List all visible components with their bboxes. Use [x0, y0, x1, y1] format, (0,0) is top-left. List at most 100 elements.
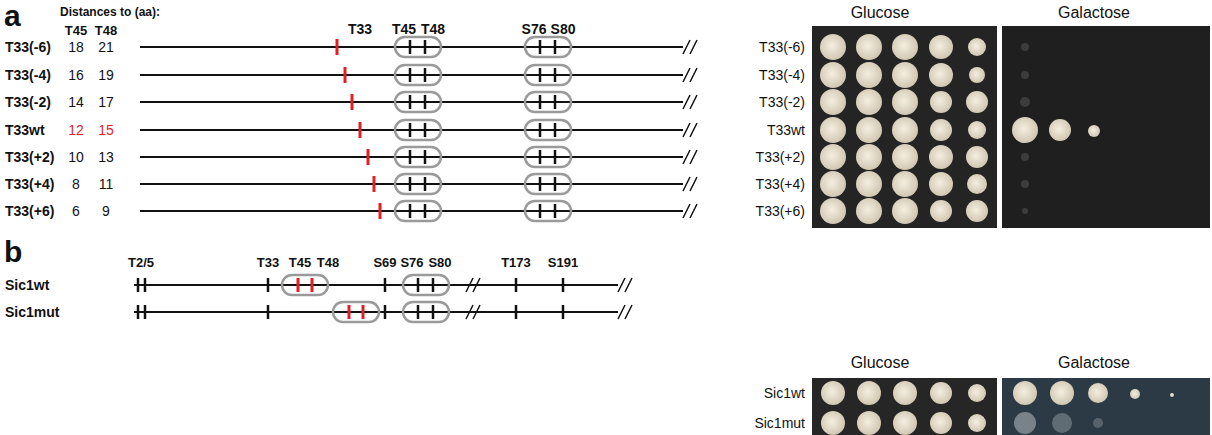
moved-site-ticks [298, 278, 363, 319]
site-capsule [403, 275, 449, 295]
faint-growth [1020, 43, 1030, 214]
colony [820, 198, 846, 224]
label: 9 [102, 204, 110, 218]
protein-line [134, 284, 618, 286]
break-mark [683, 95, 697, 109]
label: 21 [98, 40, 114, 54]
break-mark [618, 305, 632, 319]
label: T33(-2) [759, 95, 805, 109]
label: Sic1mut [5, 305, 59, 319]
t33-tick [373, 176, 376, 192]
glucose-plate [812, 378, 997, 435]
colony [892, 34, 918, 60]
label: T2/5 [128, 256, 154, 269]
colony [820, 171, 846, 197]
label: Sic1mut [754, 416, 805, 430]
label: 12 [68, 123, 84, 137]
break-mark [683, 177, 697, 191]
colony [968, 121, 986, 139]
colony [930, 119, 952, 141]
label: T33 [348, 22, 372, 36]
break-mark [466, 305, 480, 319]
colony [821, 411, 845, 435]
site-tick [410, 95, 555, 109]
t33-tick [336, 39, 339, 55]
label: T33 [257, 256, 279, 269]
site-capsule [395, 92, 441, 112]
label: Glucose [851, 5, 910, 21]
protein-line [140, 74, 683, 76]
colony [968, 38, 986, 56]
glucose-plate [812, 26, 997, 228]
label: T45 [289, 256, 311, 269]
site-capsule [333, 302, 379, 322]
label: T33(+4) [756, 177, 805, 191]
site-capsule [403, 302, 449, 322]
colony [857, 381, 881, 405]
colony [1130, 389, 1140, 399]
colony [892, 117, 918, 143]
label: a [4, 1, 21, 31]
break-mark [683, 40, 697, 54]
site-tick [410, 177, 555, 191]
label: S80 [551, 22, 576, 36]
t33-ticks [337, 39, 380, 219]
site-capsule [525, 120, 571, 140]
site-tick [138, 305, 563, 319]
protein-lines [140, 47, 683, 211]
label: T48 [95, 24, 117, 37]
colony [966, 146, 988, 168]
protein-line [140, 183, 683, 185]
site-capsule [525, 37, 571, 57]
label: T33(-4) [759, 68, 805, 82]
break-mark [618, 278, 632, 292]
label: 8 [72, 177, 80, 191]
label: T33(-6) [5, 40, 51, 54]
break-marks [683, 40, 697, 218]
colony [856, 198, 882, 224]
label: 16 [68, 68, 84, 82]
colony [856, 117, 882, 143]
label: 17 [98, 95, 114, 109]
colony [856, 62, 882, 88]
colony [892, 89, 918, 115]
faint-colony [1021, 180, 1029, 188]
label: 10 [68, 150, 84, 164]
protein-line [140, 46, 683, 48]
colony [820, 62, 846, 88]
break-mark [683, 68, 697, 82]
label: Distances to (aa): [60, 6, 160, 18]
site-capsule [395, 174, 441, 194]
colony [856, 89, 882, 115]
label: T33(-2) [5, 95, 51, 109]
site-capsule [525, 92, 571, 112]
t33-tick [379, 203, 382, 219]
colony [929, 145, 953, 169]
colony [857, 411, 881, 435]
colony [892, 171, 918, 197]
label: T33(-6) [759, 40, 805, 54]
colony [856, 34, 882, 60]
colony [893, 411, 917, 435]
site-capsules [395, 37, 571, 221]
protein-line [140, 129, 683, 131]
colony [892, 144, 918, 170]
colony [893, 381, 917, 405]
site-tick [410, 40, 555, 54]
site-capsule [525, 65, 571, 85]
faint-colony [1021, 43, 1029, 51]
label: Sic1wt [764, 386, 805, 400]
colony [930, 382, 952, 404]
colony [929, 172, 953, 196]
weak-colony [1014, 412, 1036, 434]
protein-lines [134, 285, 618, 312]
label: S191 [548, 256, 578, 269]
label: T33(-4) [5, 68, 51, 82]
colony [821, 381, 845, 405]
label: Sic1wt [5, 278, 49, 292]
faint-colony [1020, 97, 1030, 107]
break-marks [466, 278, 632, 319]
label: T45 [65, 24, 87, 37]
colony [1049, 119, 1071, 141]
label: 18 [68, 40, 84, 54]
